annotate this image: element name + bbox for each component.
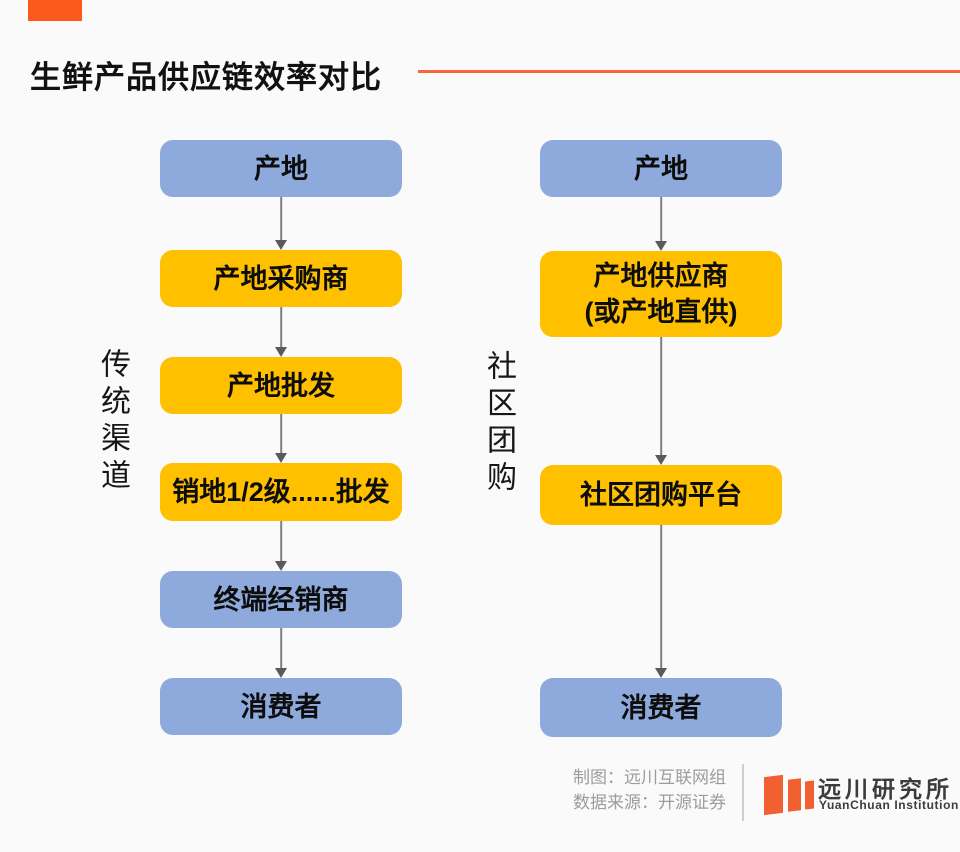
logo-bar bbox=[805, 780, 814, 810]
arrowhead-icon bbox=[275, 347, 287, 357]
arrowhead-icon bbox=[275, 453, 287, 463]
flow-node-origin-right: 产地 bbox=[540, 140, 782, 197]
flow-node-label: 销地1/2级......批发 bbox=[172, 477, 390, 507]
arrowhead-icon bbox=[275, 240, 287, 250]
flow-arrow bbox=[274, 197, 288, 250]
logo-name-en: YuanChuan Institution bbox=[819, 798, 959, 812]
credits: 制图：远川互联网组 数据来源：开源证券 bbox=[573, 765, 726, 815]
arrowhead-icon bbox=[275, 561, 287, 571]
arrowhead-icon bbox=[655, 668, 667, 678]
flow-node-label: 产地供应商 bbox=[593, 261, 729, 291]
credit-data-source: 数据来源：开源证券 bbox=[573, 793, 726, 812]
arrowhead-icon bbox=[655, 241, 667, 251]
logo-name-cn: 远川研究所 bbox=[818, 776, 953, 802]
flow-arrow bbox=[274, 628, 288, 678]
flow-node-consumer-left: 消费者 bbox=[160, 678, 402, 735]
flow-node-consumer-right: 消费者 bbox=[540, 678, 782, 737]
flow-arrow bbox=[654, 525, 668, 678]
title-accent-line bbox=[418, 70, 960, 73]
flow-node-label: 消费者 bbox=[240, 691, 322, 722]
flow-arrow bbox=[274, 521, 288, 571]
flow-node-label: 终端经销商 bbox=[213, 584, 349, 615]
flow-arrow bbox=[274, 307, 288, 357]
flow-node-label: 消费者 bbox=[620, 692, 702, 723]
flow-node-label-line2: (或产地直供) bbox=[584, 297, 738, 327]
flow-node-origin-purchaser: 产地采购商 bbox=[160, 250, 402, 307]
credit-author: 制图：远川互联网组 bbox=[573, 768, 726, 787]
flow-node-label: 产地批发 bbox=[227, 370, 335, 401]
logo-bar bbox=[764, 774, 783, 816]
flow-node-destination-wholesale: 销地1/2级......批发 bbox=[160, 463, 402, 521]
flow-arrow bbox=[654, 197, 668, 251]
arrowhead-icon bbox=[275, 668, 287, 678]
flow-node-terminal-dealer: 终端经销商 bbox=[160, 571, 402, 628]
flow-node-label: 产地采购商 bbox=[213, 263, 349, 294]
flow-label-traditional-channel: 传统渠道 bbox=[96, 348, 129, 496]
flow-arrow bbox=[654, 337, 668, 465]
flow-node-origin-supplier: 产地供应商 (或产地直供) bbox=[540, 251, 782, 337]
logo-bar bbox=[788, 778, 801, 812]
yuanchuan-logo: 远川研究所 YuanChuan Institution bbox=[762, 768, 958, 820]
flow-node-group-buying-platform: 社区团购平台 bbox=[540, 465, 782, 525]
page-title: 生鲜产品供应链效率对比 bbox=[30, 60, 382, 95]
arrowhead-icon bbox=[655, 455, 667, 465]
flow-node-label: 社区团购平台 bbox=[580, 480, 742, 510]
accent-square bbox=[28, 0, 82, 21]
flow-label-community-group-buying: 社区团购 bbox=[482, 350, 515, 498]
flow-node-origin-wholesale: 产地批发 bbox=[160, 357, 402, 414]
flow-node-origin-left: 产地 bbox=[160, 140, 402, 197]
flow-node-label: 产地 bbox=[634, 153, 688, 184]
footer-divider bbox=[742, 764, 744, 821]
flow-arrow bbox=[274, 414, 288, 463]
flow-node-label: 产地 bbox=[254, 153, 308, 184]
yuanchuan-logo-icon bbox=[762, 772, 814, 816]
